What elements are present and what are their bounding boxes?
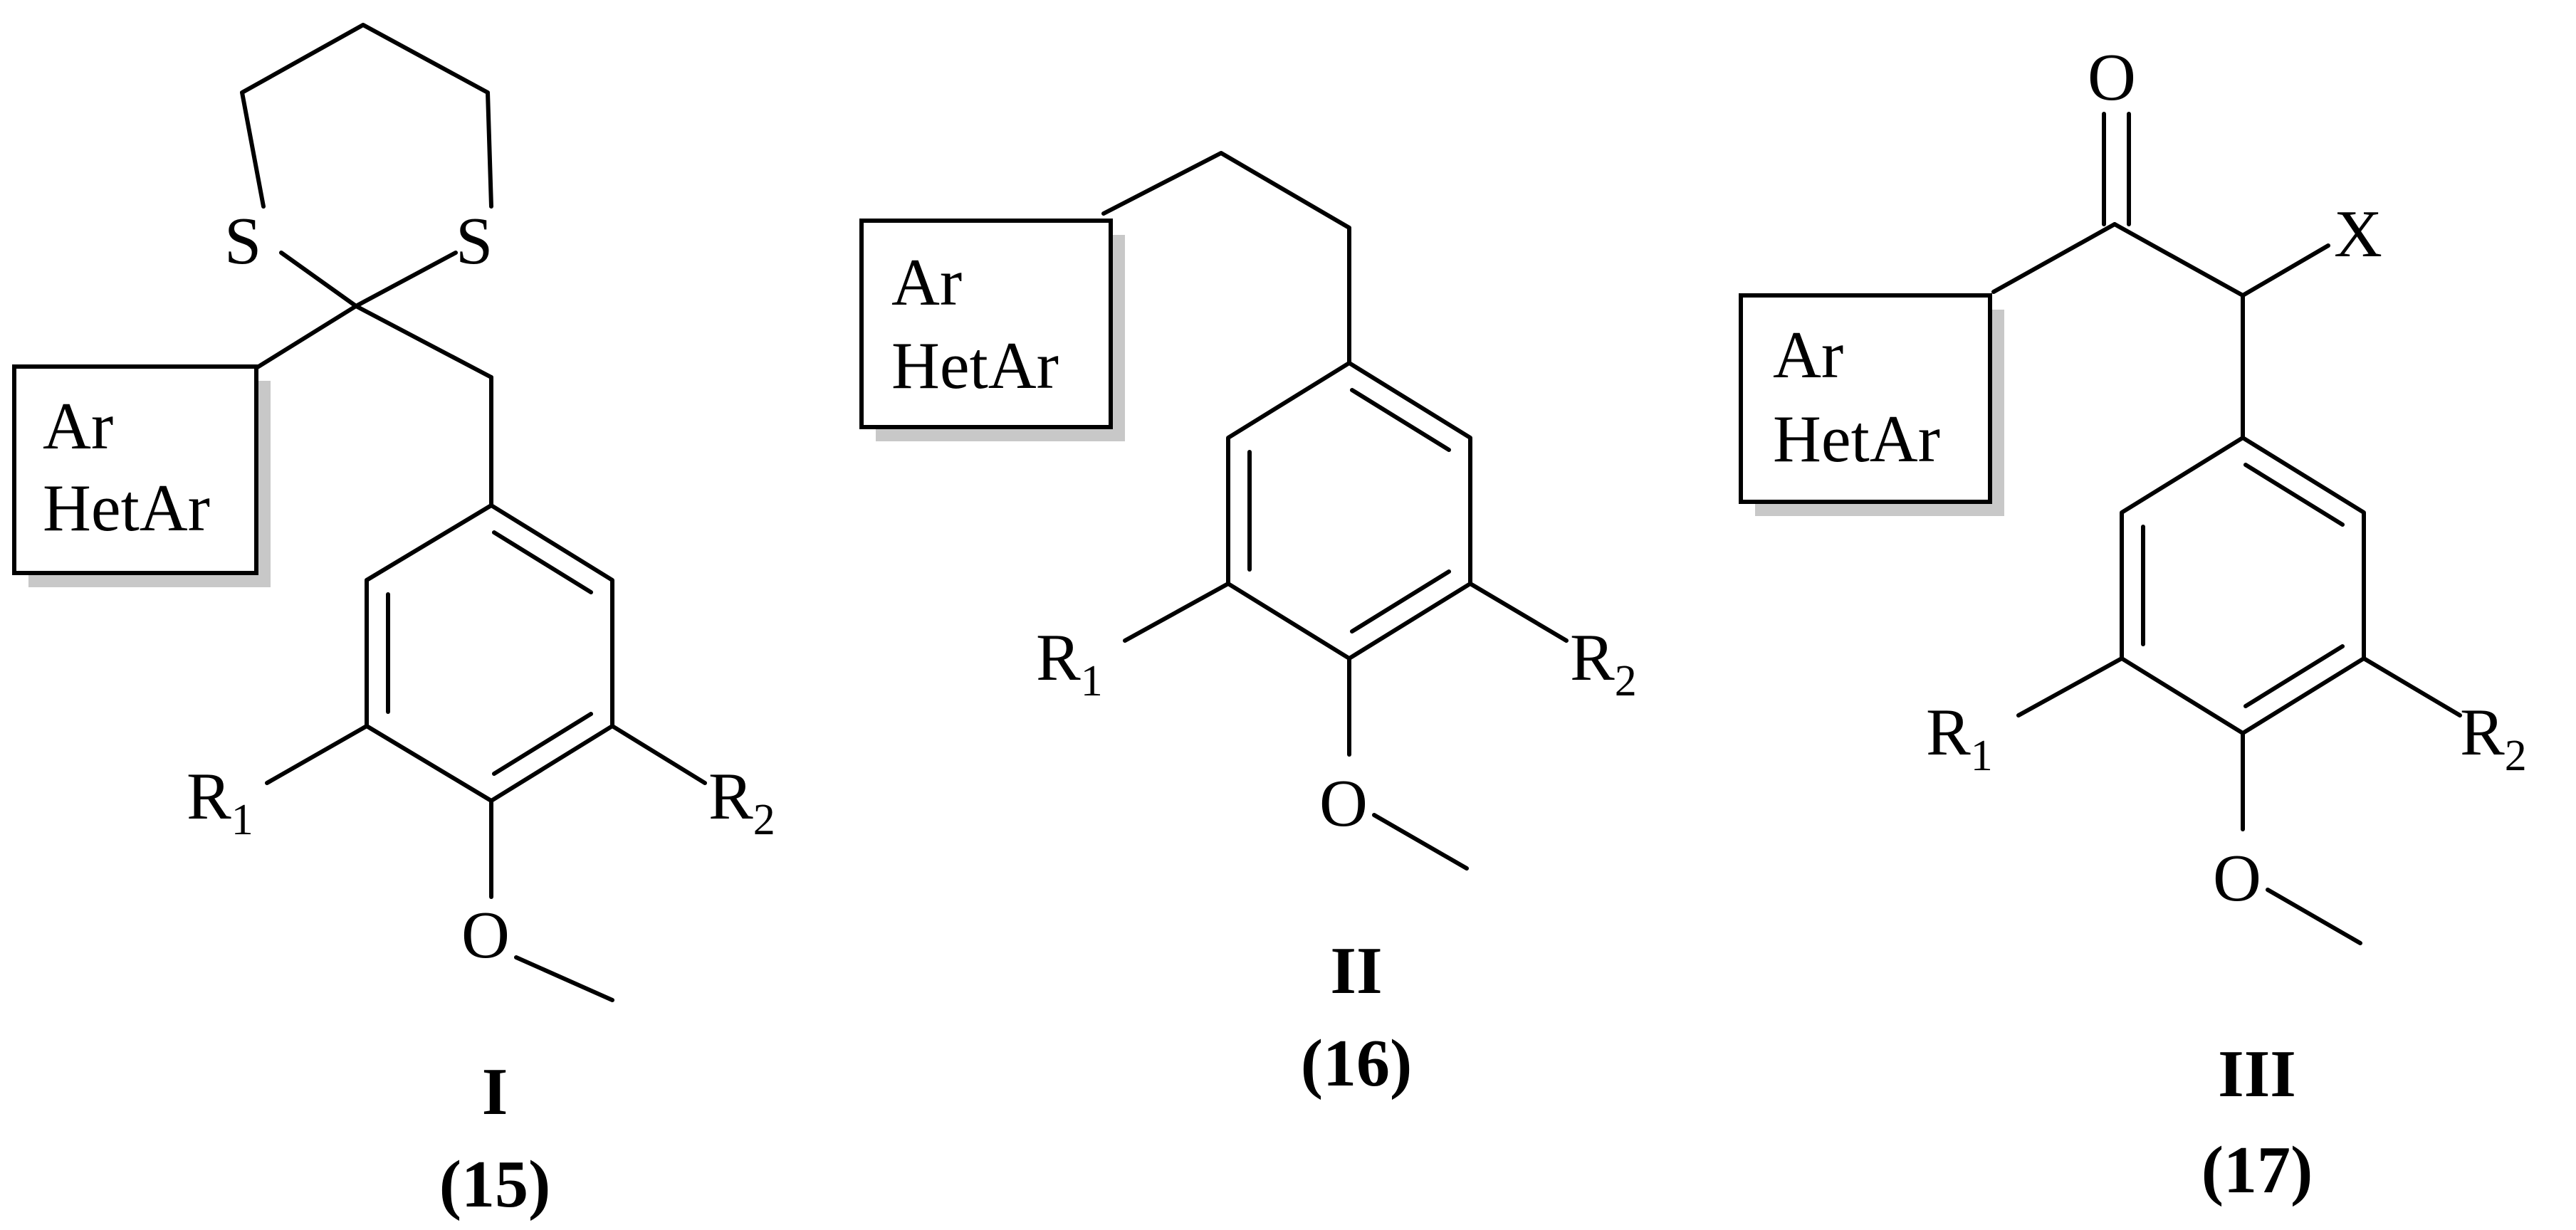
ar-box-line2: HetAr: [891, 329, 1059, 403]
ar-box: [1739, 293, 1992, 504]
r1-bond: [1123, 582, 1230, 643]
structure-i: Ar HetAr S S O R1 R2 I (15): [12, 23, 775, 1221]
carbonyl-to-ar-bond: [1991, 222, 2117, 294]
ar-box-line1: Ar: [1773, 318, 1843, 392]
structure-number-label: (17): [2201, 1133, 2313, 1207]
r2-label: R2: [2460, 695, 2527, 780]
oxygen-carbonyl: O: [2088, 41, 2136, 115]
structure-roman-label: I: [482, 1055, 508, 1129]
ar-box-line2: HetAr: [43, 471, 210, 545]
r1-bond: [265, 724, 369, 785]
benzene-ring-ii: [1226, 361, 1472, 661]
dithiane-ring-bonds: [240, 23, 493, 209]
r2-bond: [610, 724, 707, 785]
r1-label: R1: [1926, 695, 1993, 780]
chx-to-x-bond: [2241, 243, 2330, 298]
benzene-inner-double-2: [2243, 644, 2345, 708]
r1-label: R1: [187, 759, 253, 844]
benzene-inner-double-1: [1350, 388, 1451, 452]
c2-to-ar-bond: [251, 304, 358, 372]
c2-to-ch2-bond: [354, 304, 493, 379]
r2-bond: [1468, 582, 1569, 643]
ar-box-line1: Ar: [891, 246, 962, 320]
benzene-ring-i: [365, 503, 614, 803]
structure-number-label: (16): [1301, 1026, 1413, 1100]
s-right-to-c2-bond: [354, 251, 458, 308]
benzene-inner-double-1: [492, 530, 593, 594]
structure-roman-label: II: [1330, 934, 1382, 1008]
oxygen-methoxy: O: [461, 898, 510, 972]
benzene-ring-iii: [2120, 436, 2366, 735]
structure-number-label: (15): [439, 1147, 551, 1221]
r1-bond: [2016, 656, 2124, 718]
oxygen-methoxy: O: [2213, 841, 2261, 915]
benzene-inner-double-2: [1350, 569, 1451, 634]
r2-label: R2: [708, 759, 775, 844]
methyl-bond: [514, 955, 614, 1002]
benzene-inner-double-2: [492, 712, 593, 776]
sulfur-left: S: [224, 204, 261, 278]
r1-label: R1: [1036, 621, 1103, 705]
r2-bond: [2362, 656, 2462, 718]
ar-box: [12, 364, 258, 575]
benzene-inner-double-1: [2243, 463, 2345, 527]
structure-ii: Ar HetAr O R1 R2 II (16): [859, 151, 1637, 1100]
r2-label: R2: [1570, 621, 1637, 705]
ethylene-bridge: [1101, 151, 1351, 365]
structure-iii: Ar HetAr O X O R1 R2 III (17): [1739, 41, 2527, 1207]
ar-box-line1: Ar: [43, 389, 113, 463]
sulfur-right: S: [456, 204, 493, 278]
ar-box: [859, 219, 1113, 429]
s-left-to-c2-bond: [279, 251, 358, 308]
x-label: X: [2334, 197, 2382, 271]
carbonyl-to-chx-bond: [2112, 222, 2245, 298]
methyl-bond: [2266, 888, 2362, 945]
ar-box-line2: HetAr: [1773, 402, 1940, 476]
oxygen-methoxy: O: [1319, 767, 1368, 841]
methyl-bond: [1372, 813, 1469, 871]
structure-roman-label: III: [2218, 1037, 2296, 1111]
